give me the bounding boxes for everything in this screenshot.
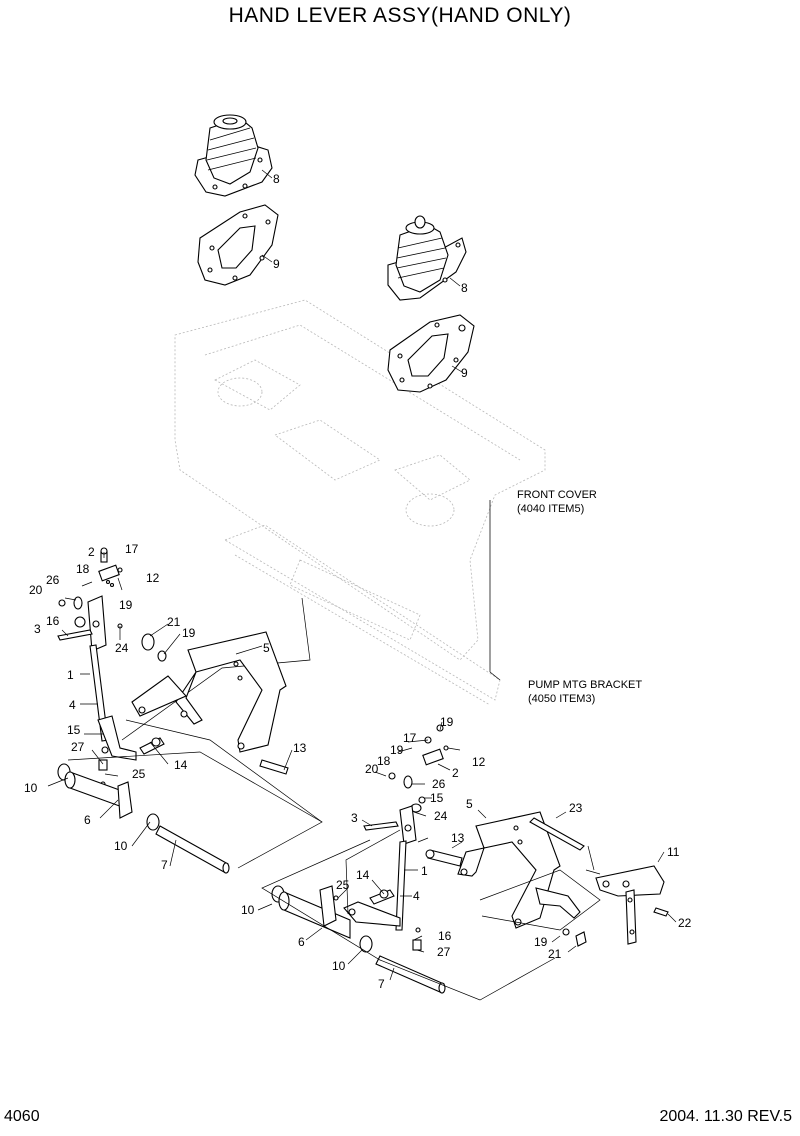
- callout: 18: [377, 754, 391, 768]
- callout: 26: [432, 777, 446, 791]
- callout: 6: [298, 935, 305, 949]
- callout: 20: [29, 583, 43, 597]
- plate-left: [197, 204, 279, 286]
- callout: 14: [174, 758, 188, 772]
- callout: 3: [34, 622, 41, 636]
- page-number: 4060: [4, 1108, 40, 1125]
- left-bracket: [125, 623, 323, 823]
- callout: 8: [461, 281, 468, 295]
- callout: 19: [534, 935, 548, 949]
- right-bracket: [425, 809, 677, 953]
- callout: 16: [46, 614, 60, 628]
- callout: 17: [403, 731, 417, 745]
- pump-bracket-ref-line2: (4050 ITEM3): [528, 693, 595, 705]
- revision-date: 2004. 11.30 REV.5: [659, 1108, 792, 1125]
- front-cover-ref-line1: FRONT COVER: [517, 489, 597, 501]
- callout: 10: [114, 839, 128, 853]
- callout: 24: [115, 641, 129, 655]
- callout: 18: [76, 562, 90, 576]
- callout: 19: [440, 715, 454, 729]
- callout: 7: [378, 977, 385, 991]
- callout: 5: [466, 797, 473, 811]
- callout: 10: [24, 781, 38, 795]
- callout: 19: [119, 598, 133, 612]
- right-lever-assembly: [257, 721, 556, 1001]
- callout: 8: [273, 172, 280, 186]
- callout: 9: [461, 366, 468, 380]
- callout: 24: [434, 809, 448, 823]
- callouts: 8 9 8 9 17 2 12 18 26 20 19 3 16 24 21 1…: [24, 172, 692, 991]
- callout: 22: [678, 916, 692, 930]
- callout: 21: [548, 947, 562, 961]
- callout: 27: [71, 740, 85, 754]
- callout: 4: [69, 698, 76, 712]
- callout: 19: [182, 626, 196, 640]
- front-cover-ref-line2: (4040 ITEM5): [517, 503, 584, 515]
- callout: 15: [67, 723, 81, 737]
- callout: 20: [365, 762, 379, 776]
- callout: 2: [452, 766, 459, 780]
- callout: 15: [430, 791, 444, 805]
- callout: 27: [437, 945, 451, 959]
- callout: 10: [241, 903, 255, 917]
- pump-bracket-ref-line1: PUMP MTG BRACKET: [528, 679, 642, 691]
- page-title: HAND LEVER ASSY(HAND ONLY): [228, 4, 572, 27]
- callout: 5: [263, 641, 270, 655]
- left-lever-assembly: [47, 547, 323, 874]
- callout: 12: [146, 571, 160, 585]
- callout: 13: [451, 831, 465, 845]
- callout: 9: [273, 257, 280, 271]
- callout: 25: [132, 767, 146, 781]
- callout: 26: [46, 573, 60, 587]
- boot-right: [387, 215, 467, 301]
- callout: 19: [390, 743, 404, 757]
- callout: 25: [336, 878, 350, 892]
- callout: 17: [125, 542, 139, 556]
- callout: 10: [332, 959, 346, 973]
- callout: 2: [88, 545, 95, 559]
- callout: 1: [67, 668, 74, 682]
- callout: 11: [667, 845, 680, 859]
- pump-bracket-leader: [489, 671, 501, 681]
- callout: 14: [356, 868, 370, 882]
- boot-left: [194, 114, 273, 197]
- callout: 3: [351, 811, 358, 825]
- callout: 7: [161, 858, 168, 872]
- callout: 13: [293, 741, 307, 755]
- callout: 16: [438, 929, 452, 943]
- callout: 1: [421, 864, 428, 878]
- callout: 21: [167, 615, 181, 629]
- plate-right: [387, 314, 475, 393]
- callout: 6: [84, 813, 91, 827]
- callout: 4: [413, 889, 420, 903]
- callout: 12: [472, 755, 486, 769]
- callout: 23: [569, 801, 583, 815]
